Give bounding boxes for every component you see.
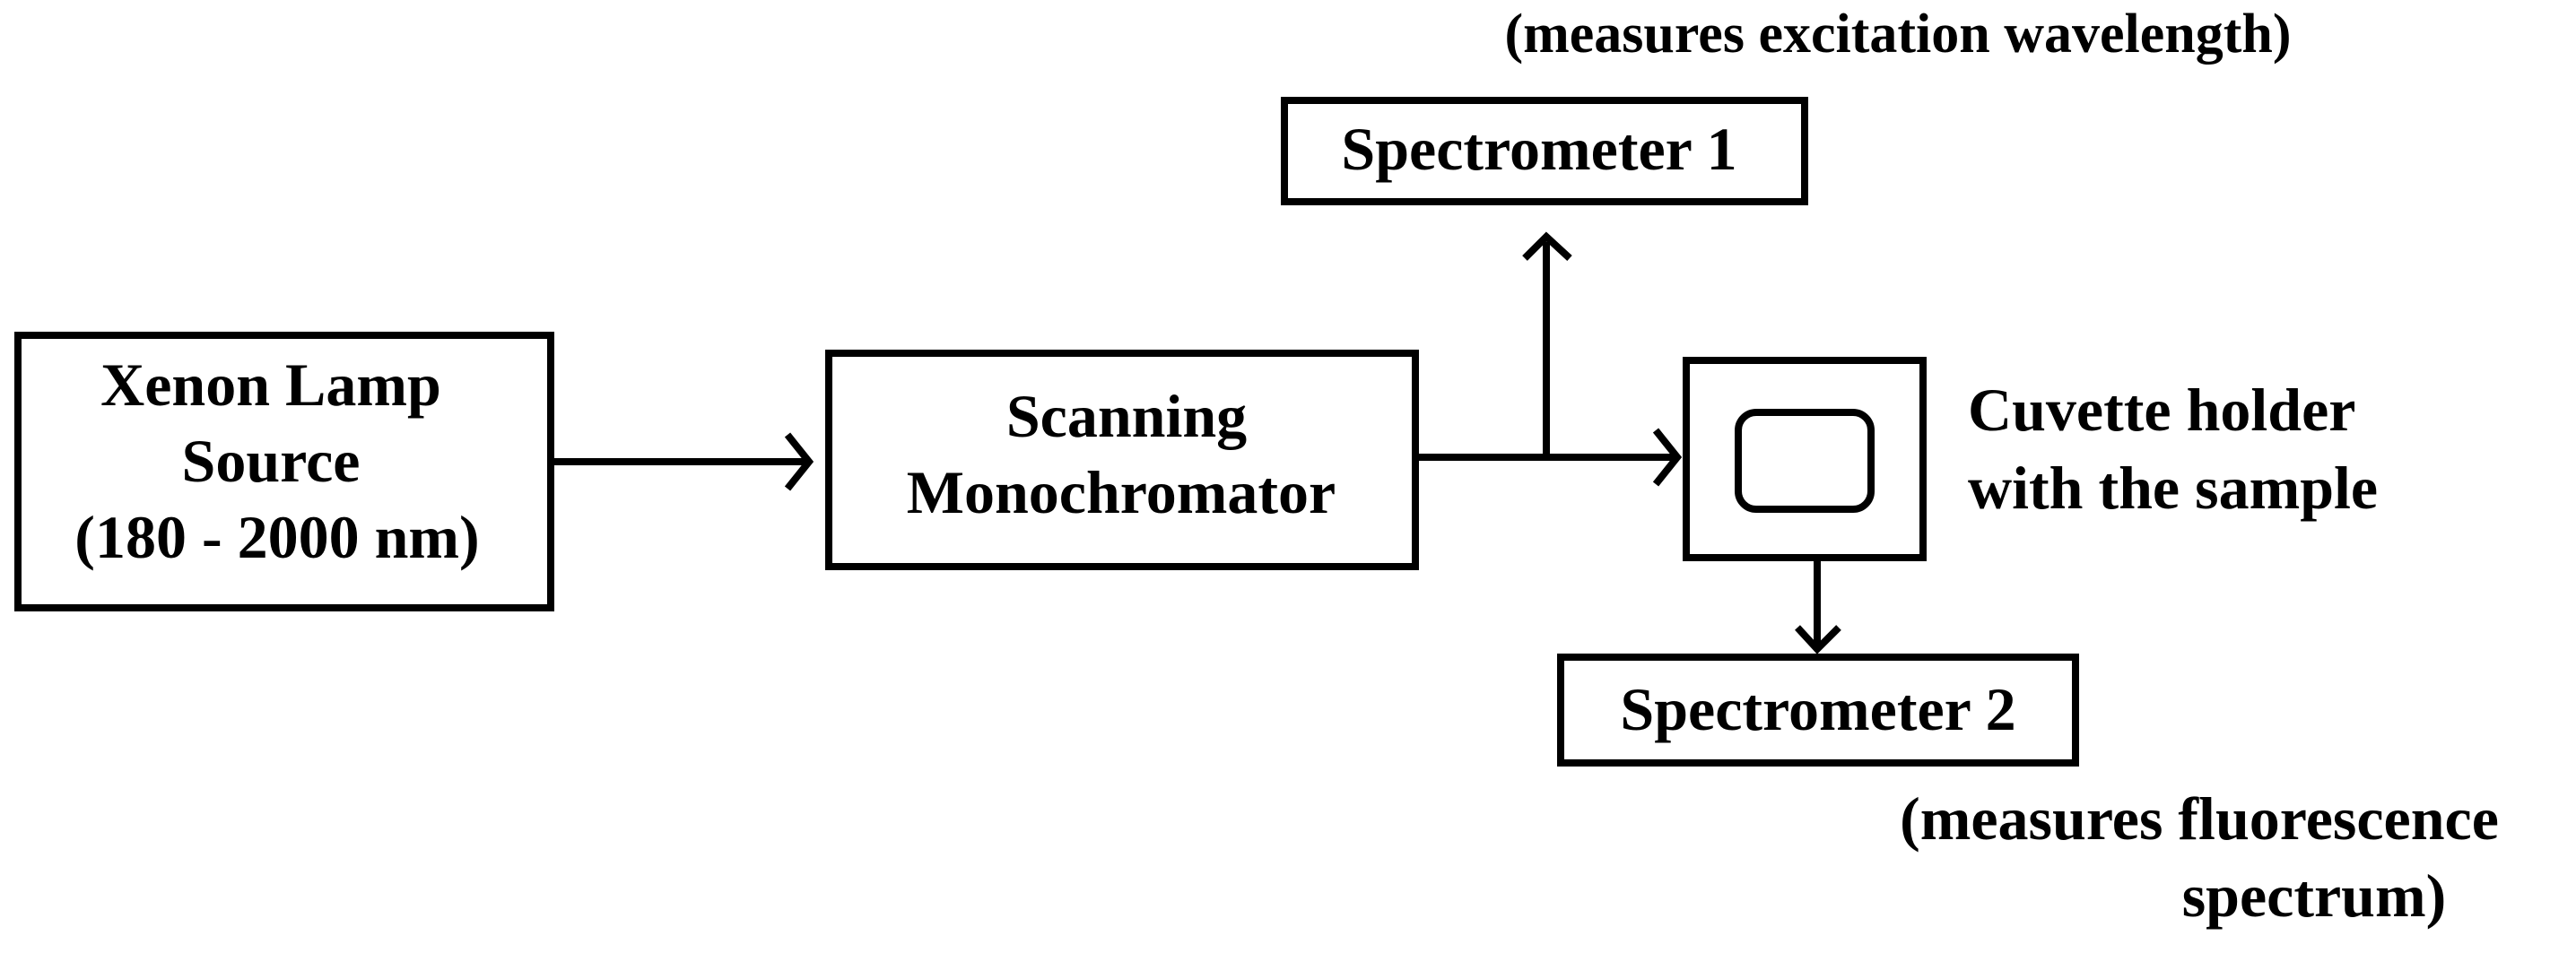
spectrometer-2-node: Spectrometer 2 (measures fluorescence sp… [1557, 654, 2499, 930]
arrow-cuvette-to-spectrometer-2 [1795, 561, 1841, 654]
xenon-lamp-box [14, 332, 554, 611]
monochromator-node: Scanning Monochromator [825, 350, 1419, 570]
xenon-lamp-range: (180 - 2000 nm) [74, 503, 479, 571]
arrow-lamp-to-monochromator [554, 432, 814, 491]
cuvette-label-line2: with the sample [1968, 454, 2378, 522]
monochromator-box [825, 350, 1419, 570]
cuvette-node: Cuvette holder with the sample [1683, 357, 2378, 561]
cuvette-sample-icon [1735, 409, 1875, 513]
xenon-lamp-label-line1: Xenon Lamp [100, 351, 441, 419]
arrow-head-icon [784, 432, 814, 491]
spectrometer-2-box [1557, 654, 2079, 767]
spectrometer-1-note: (measures excitation wavelength) [1504, 4, 2291, 65]
spectrometer-2-label: Spectrometer 2 [1620, 675, 2015, 743]
xenon-lamp-node: Xenon Lamp Source (180 - 2000 nm) [14, 332, 554, 611]
arrow-head-icon [1795, 625, 1841, 654]
monochromator-label-line1: Scanning [1006, 382, 1247, 450]
spectrometer-1-box [1281, 97, 1808, 205]
monochromator-label-line2: Monochromator [907, 458, 1336, 526]
spectrometer-2-note-line2: spectrum) [2182, 862, 2447, 930]
spectrometer-1-label: Spectrometer 1 [1341, 115, 1736, 183]
xenon-lamp-label-line2: Source [182, 427, 361, 495]
cuvette-label-line1: Cuvette holder [1968, 376, 2355, 444]
spectrometer-1-node: (measures excitation wavelength) Spectro… [1281, 4, 2292, 205]
arrow-head-icon [1522, 231, 1572, 261]
arrow-to-spectrometer-1 [1522, 231, 1572, 457]
spectrometer-2-note-line1: (measures fluorescence [1900, 784, 2499, 853]
arrow-head-icon [1652, 428, 1683, 487]
